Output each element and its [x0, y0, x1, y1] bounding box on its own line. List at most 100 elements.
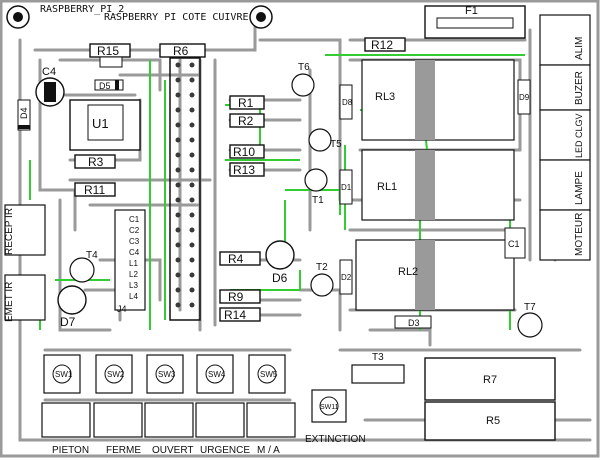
relay-rl3: RL3	[361, 59, 515, 141]
label-d5: D5	[99, 81, 111, 91]
label-u1: U1	[92, 116, 109, 131]
label-r14: R14	[224, 308, 246, 322]
j4-pin-label: C3	[129, 237, 140, 246]
label-buzer: BUZER	[574, 71, 585, 105]
label-f1: F1	[465, 5, 478, 17]
transistor-t5: T5	[308, 128, 342, 152]
label-t6: T6	[298, 62, 310, 73]
j4-block: J4	[114, 209, 146, 314]
label-r12: R12	[371, 38, 393, 52]
label-rl2: RL2	[398, 266, 418, 278]
label-r7: R7	[483, 374, 497, 386]
diode-d1: D1	[339, 169, 353, 205]
label-r3: R3	[88, 155, 104, 169]
transistor-t1: T1	[304, 168, 328, 206]
label-t2: T2	[316, 262, 328, 273]
board-subtitle: RASPBERRY PI COTE CUIVRE	[104, 12, 249, 23]
capacitor-c5	[99, 56, 123, 68]
led-d7: D7	[57, 285, 87, 329]
j4-labels: C1 C2 C3 C4 L1 L2 L3 L4	[129, 215, 140, 301]
label-t4: T4	[86, 250, 98, 261]
label-rl3: RL3	[375, 91, 395, 103]
label-t7: T7	[524, 302, 536, 313]
j4-pin-label: L4	[129, 292, 138, 301]
diode-d3: D3	[394, 315, 432, 329]
resistor-r7: R7	[424, 357, 556, 401]
label-urgence: URGENCE	[200, 445, 250, 456]
fuse-f1: F1	[424, 5, 526, 39]
j4-pin-label: C4	[129, 248, 140, 257]
diode-d9: D9	[517, 79, 531, 115]
relay-rl2: RL2	[355, 239, 515, 311]
label-sw2: SW2	[107, 370, 125, 379]
j4-pin-label: C1	[129, 215, 140, 224]
label-d8: D8	[342, 98, 353, 107]
label-r2: R2	[238, 114, 254, 128]
label-d3: D3	[408, 318, 420, 328]
label-d9: D9	[519, 93, 530, 102]
diode-d8: D8	[339, 84, 353, 120]
regulator-t3: T3	[351, 352, 405, 384]
label-sw4: SW4	[208, 370, 226, 379]
diode-d5: D5	[94, 79, 124, 91]
label-emet-ir: EMET IR	[4, 282, 15, 322]
capacitor-c4: C4	[35, 66, 65, 107]
label-r10: R10	[233, 145, 255, 159]
diode-d2: D2	[339, 259, 353, 295]
label-sw3: SW3	[158, 370, 176, 379]
label-j4: J4	[117, 304, 127, 314]
gpio-pins	[175, 62, 195, 308]
label-t1: T1	[312, 195, 324, 206]
capacitor-c1: C1	[504, 227, 526, 259]
label-r9: R9	[228, 290, 244, 304]
label-c4: C4	[42, 66, 56, 78]
j4-pin-label: C2	[129, 226, 140, 235]
resistors	[74, 37, 406, 322]
label-ferme: FERME	[106, 445, 141, 456]
ic-u1: U1	[69, 99, 141, 151]
label-d1: D1	[341, 183, 352, 192]
transistor-t4: T4	[69, 250, 98, 283]
transistor-t2: T2	[310, 262, 334, 297]
label-d6: D6	[272, 271, 288, 285]
label-extinction: EXTINCTION	[305, 434, 366, 445]
label-sw5: SW5	[260, 370, 278, 379]
right-connectors	[539, 14, 591, 261]
label-rl1: RL1	[377, 181, 397, 193]
relay-rl1: RL1	[361, 149, 515, 221]
label-m-a: M / A	[257, 445, 280, 456]
mounting-hole-right	[249, 5, 273, 29]
transistor-t6: T6	[291, 62, 315, 97]
transistor-t7: T7	[517, 302, 543, 338]
label-lampe: LAMPE	[574, 171, 585, 205]
label-d4: D4	[19, 107, 29, 119]
label-r11: R11	[84, 183, 105, 197]
j4-pin-label: L1	[129, 259, 138, 268]
mounting-hole-left	[6, 5, 30, 29]
label-r1: R1	[238, 96, 254, 110]
label-led-clgv: LED CLGV	[574, 113, 584, 158]
bottom-terminals	[41, 402, 296, 438]
label-sw1: SW1	[55, 370, 73, 379]
j4-pin-label: L3	[129, 281, 138, 290]
switch-sw11: SW11	[311, 389, 347, 423]
gpio-header	[169, 57, 201, 321]
switch-array	[43, 354, 286, 394]
label-r4: R4	[228, 252, 244, 266]
resistor-r5: R5	[424, 401, 556, 441]
label-t5: T5	[330, 139, 342, 150]
left-connectors	[4, 204, 46, 321]
label-r6: R6	[173, 44, 189, 58]
board-title: RASPBERRY_PI_2	[40, 4, 124, 15]
label-sw11: SW11	[320, 404, 339, 411]
label-d2: D2	[341, 273, 352, 282]
label-t3: T3	[372, 352, 384, 363]
label-r5: R5	[486, 415, 500, 427]
label-c1: C1	[508, 239, 520, 249]
label-r15: R15	[97, 44, 119, 58]
label-ouvert: OUVERT	[152, 445, 194, 456]
diode-d4: D4	[17, 99, 31, 131]
j4-pin-label: L2	[129, 270, 138, 279]
label-pieton: PIETON	[52, 445, 89, 456]
